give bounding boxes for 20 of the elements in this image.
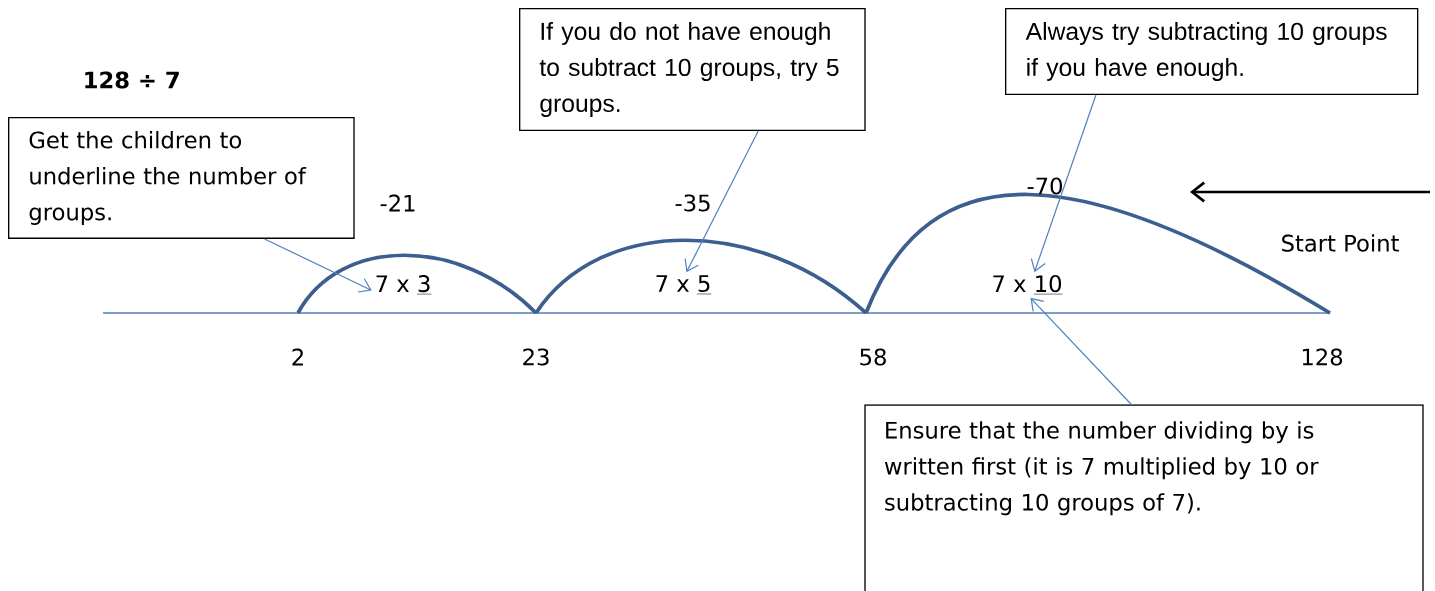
tick-value: 128 bbox=[1302, 348, 1343, 366]
leader-line bbox=[263, 238, 372, 293]
tick-value: 23 bbox=[523, 348, 549, 366]
leader-line bbox=[1030, 94, 1097, 273]
jump-value: -35 bbox=[675, 194, 710, 212]
callout-box: If you do not have enough to subtract 10 groups, try 5 groups. bbox=[519, 8, 866, 131]
leader-line bbox=[684, 130, 759, 273]
callout-box: Get the children to underline the number of groups. bbox=[8, 117, 355, 239]
jump-value: -70 bbox=[1027, 177, 1062, 195]
title: 128 ÷ 7 bbox=[85, 71, 179, 89]
tick-value: 58 bbox=[860, 348, 886, 366]
tick-value: 2 bbox=[292, 348, 303, 366]
callout-box: Always try subtracting 10 groups if you have enough. bbox=[1005, 8, 1419, 95]
multiplication-label: 7 x 5 bbox=[656, 275, 712, 295]
callout-box: Ensure that the number dividing by is written first (it is 7 multiplied by 10 or subtracting 10 groups of 7). bbox=[864, 404, 1424, 591]
jump-value: -21 bbox=[380, 194, 415, 212]
multiplication-label: 7 x 3 bbox=[376, 275, 432, 295]
start-label: Start Point bbox=[1282, 234, 1399, 252]
multiplication-label: 7 x 10 bbox=[993, 275, 1063, 295]
leader-line bbox=[1030, 297, 1133, 406]
